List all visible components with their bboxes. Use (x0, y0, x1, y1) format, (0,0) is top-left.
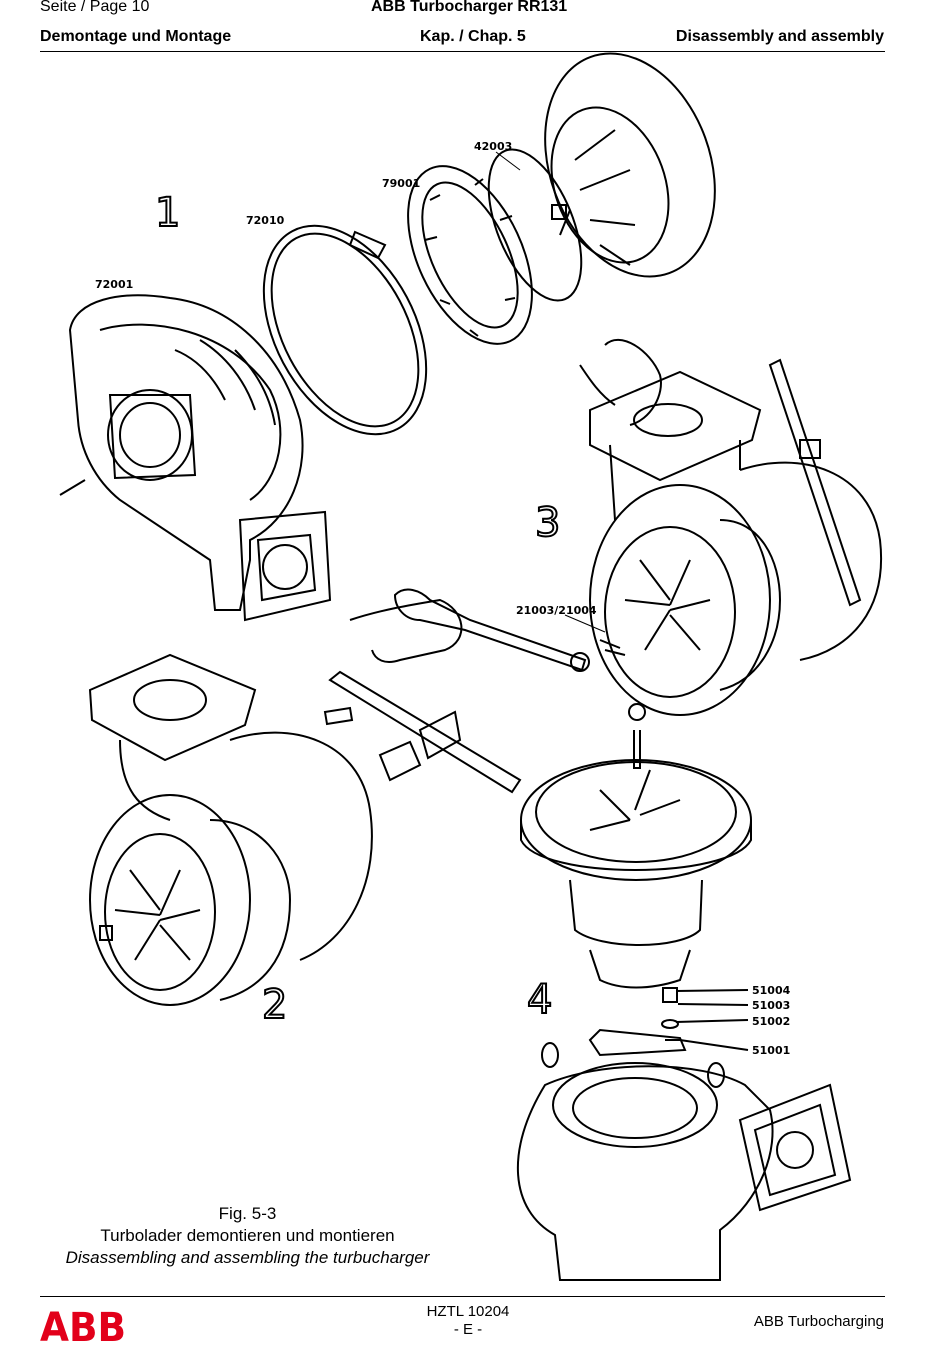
step-number-2: 2 (262, 982, 287, 1028)
figure-number: Fig. 5-3 (218, 1204, 277, 1223)
abb-logo-text: ABB (40, 1305, 126, 1345)
compressor-cartridge-top (544, 52, 716, 278)
product-title: ABB Turbocharger RR131 (371, 0, 568, 15)
company-name: ABB Turbocharging (753, 1313, 884, 1330)
abb-logo: ABB (40, 1305, 126, 1345)
label-21003-21004: 21003/21004 (516, 604, 597, 617)
o-ring-42003 (487, 148, 583, 302)
chapter-label: Kap. / Chap. 5 (420, 28, 526, 45)
cartridge-step4 (520, 703, 752, 989)
turbocharger-step3 (589, 358, 883, 716)
label-51004: 51004 (752, 984, 791, 997)
figure-caption: Fig. 5-3 Turbolader demontieren und mont… (40, 1203, 455, 1269)
label-51001: 51001 (752, 1044, 790, 1057)
header-rule (40, 51, 885, 52)
edition-label: - E - (453, 1321, 483, 1338)
section-title-de: Demontage und Montage (40, 28, 232, 45)
label-51003: 51003 (752, 999, 790, 1012)
label-72001: 72001 (95, 278, 133, 291)
label-72010: 72010 (246, 214, 285, 227)
turbine-casing-step4 (516, 987, 852, 1281)
clamp-ring-72010 (262, 224, 428, 436)
footer-rule (40, 1296, 885, 1297)
document-id: HZTL 10204 (426, 1303, 510, 1320)
compressor-casing-72001 (59, 294, 332, 622)
turbocharger-step2 (88, 653, 522, 1006)
nozzle-ring-79001 (407, 165, 533, 345)
label-51002: 51002 (752, 1015, 790, 1028)
step-number-3: 3 (535, 500, 560, 546)
section-title-en: Disassembly and assembly (675, 28, 884, 45)
step-number-1: 1 (155, 190, 180, 236)
caption-en: Disassembling and assembling the turbuch… (65, 1248, 430, 1267)
footer-doc-block: HZTL 10204 - E - (418, 1303, 518, 1339)
turbocharger-exploded-drawing: 1 3 2 4 42003 79001 72010 72001 21003/21… (59, 52, 883, 1281)
label-79001: 79001 (382, 177, 420, 190)
page-number: Seite / Page 10 (40, 0, 150, 15)
label-42003: 42003 (474, 140, 512, 153)
caption-de: Turbolader demontieren und montieren (100, 1226, 395, 1245)
wrench-and-hand (349, 338, 662, 672)
step-number-4: 4 (527, 977, 552, 1023)
